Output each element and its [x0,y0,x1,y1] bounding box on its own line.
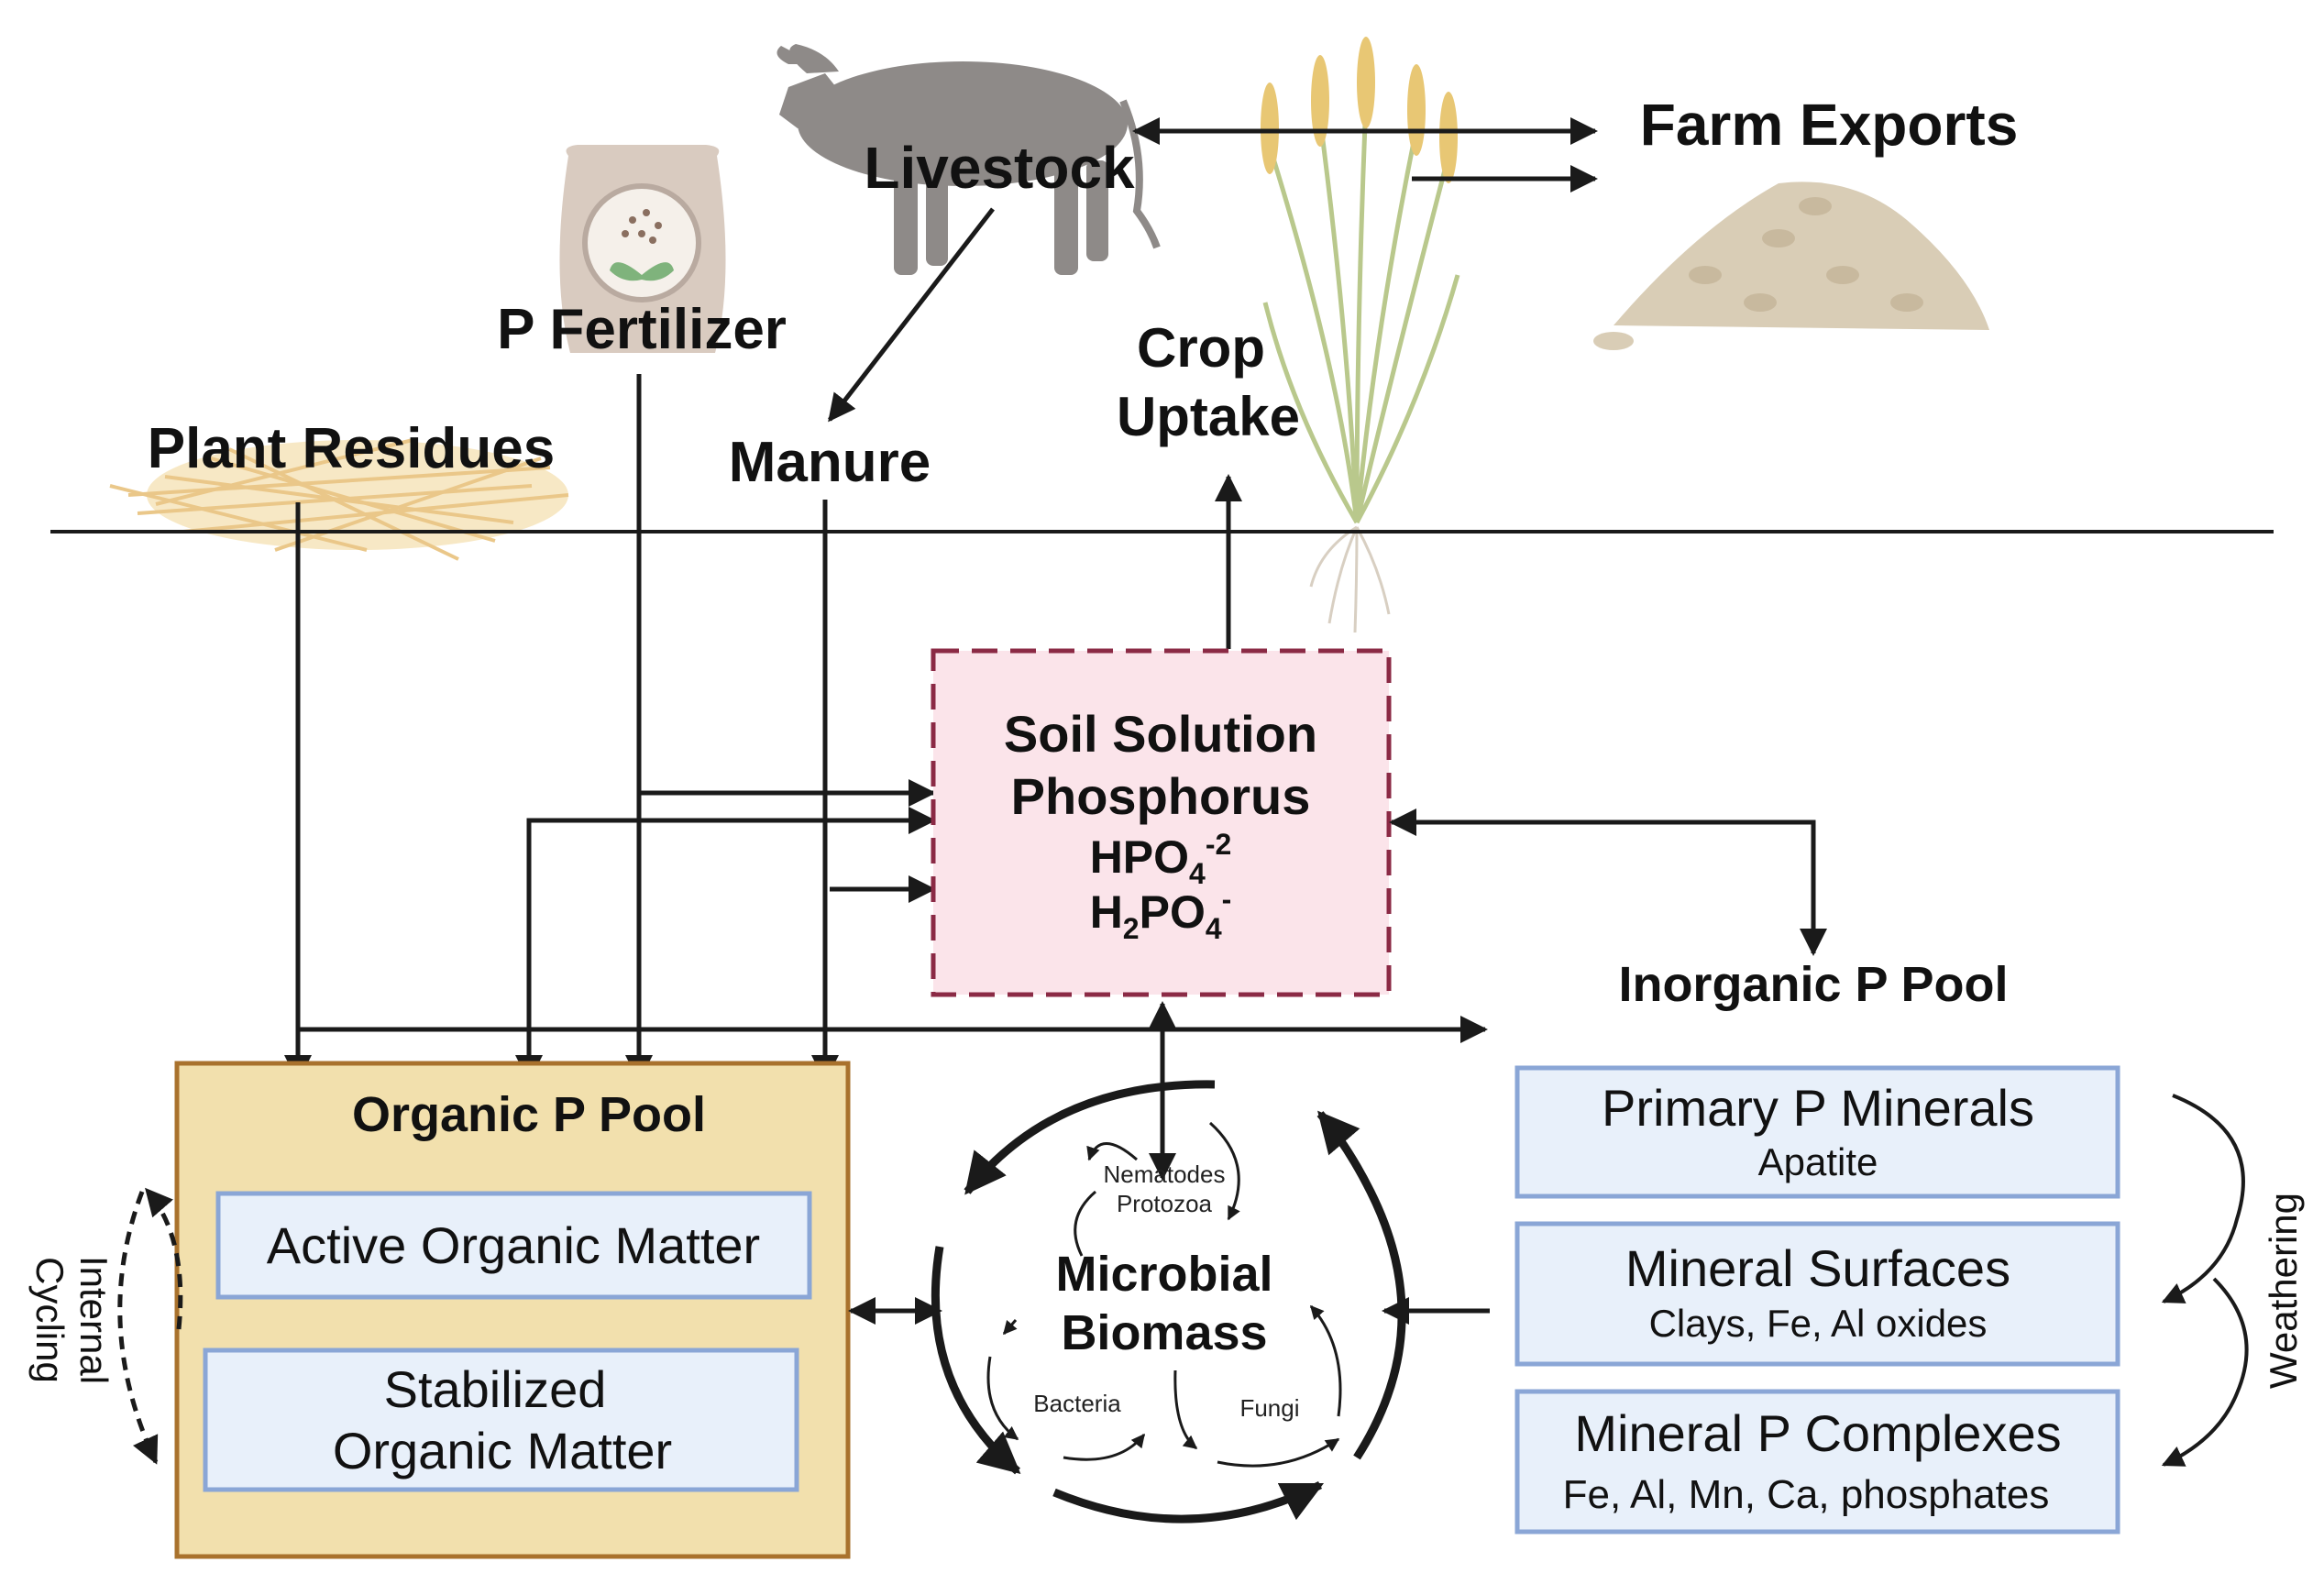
active-organic-matter-box [215,1191,812,1300]
active-organic-matter-label: Active Organic Matter [267,1216,760,1274]
protozoa-label: Protozoa [1117,1190,1213,1217]
stabilized-organic-matter-line2: Organic Matter [333,1422,672,1480]
internal-cycling-line1: Internal [72,1256,116,1384]
organic-p-pool-title: Organic P Pool [352,1087,706,1142]
microbial-inner-arrows [986,1121,1342,1468]
livestock-label: Livestock [864,135,1135,201]
h2po4-formula: H2PO4- [1090,883,1232,945]
wheat-plant-icon [1261,37,1460,633]
weathering-arrow-1 [2161,1094,2245,1304]
arrow-livestock-manure [828,207,995,423]
internal-cycling-arrow [117,1191,159,1465]
mineral-surfaces-sub: Clays, Fe, Al oxides [1649,1302,1988,1345]
soil-solution-line2: Phosphorus [1011,767,1311,825]
microbial-biomass-line2: Biomass [1061,1305,1267,1360]
grain-pile-icon [1593,182,1989,350]
fertilizer-bag-icon [559,145,726,353]
mineral-surfaces-box [1514,1221,2120,1367]
primary-p-minerals-title: Primary P Minerals [1602,1079,2034,1137]
mineral-p-complexes-box [1514,1389,2120,1534]
internal-cycling-line2: Cycling [28,1257,72,1383]
nematodes-label: Nematodes [1104,1160,1226,1188]
microbial-biomass-line1: Microbial [1055,1247,1272,1302]
p-fertilizer-label: P Fertilizer [497,298,787,361]
primary-p-minerals-sub: Apatite [1758,1140,1878,1183]
stabilized-organic-matter-line1: Stabilized [384,1360,607,1418]
mineral-p-complexes-title: Mineral P Complexes [1574,1404,2061,1462]
crop-uptake-label-line1: Crop [1137,317,1265,379]
weathering-arrow-2 [2161,1277,2249,1467]
weathering-label: Weathering [2262,1193,2305,1389]
fungi-label: Fungi [1239,1394,1299,1422]
arrow-soil-inorganic [1389,808,1827,956]
soil-solution-line1: Soil Solution [1004,705,1317,763]
mineral-surfaces-title: Mineral Surfaces [1625,1239,2010,1297]
primary-p-minerals-box [1514,1065,2120,1199]
straw-pile-icon [109,438,569,561]
crop-uptake-label-line2: Uptake [1117,386,1300,447]
stabilized-organic-matter-box [203,1348,799,1492]
microbial-cycle-arrows [931,1080,1406,1524]
bacteria-label: Bacteria [1033,1390,1121,1417]
plant-residues-label: Plant Residues [148,417,555,480]
mineral-p-complexes-sub: Fe, Al, Mn, Ca, phosphates [1563,1472,2050,1517]
arrow-organic-to-soil [515,807,936,1083]
manure-label: Manure [729,431,931,494]
farm-exports-label: Farm Exports [1640,92,2019,158]
hpo4-formula: HPO4-2 [1090,828,1232,890]
inorganic-p-pool-title: Inorganic P Pool [1618,957,2008,1012]
soil-solution-box [931,648,1392,997]
cow-icon [777,44,1161,275]
